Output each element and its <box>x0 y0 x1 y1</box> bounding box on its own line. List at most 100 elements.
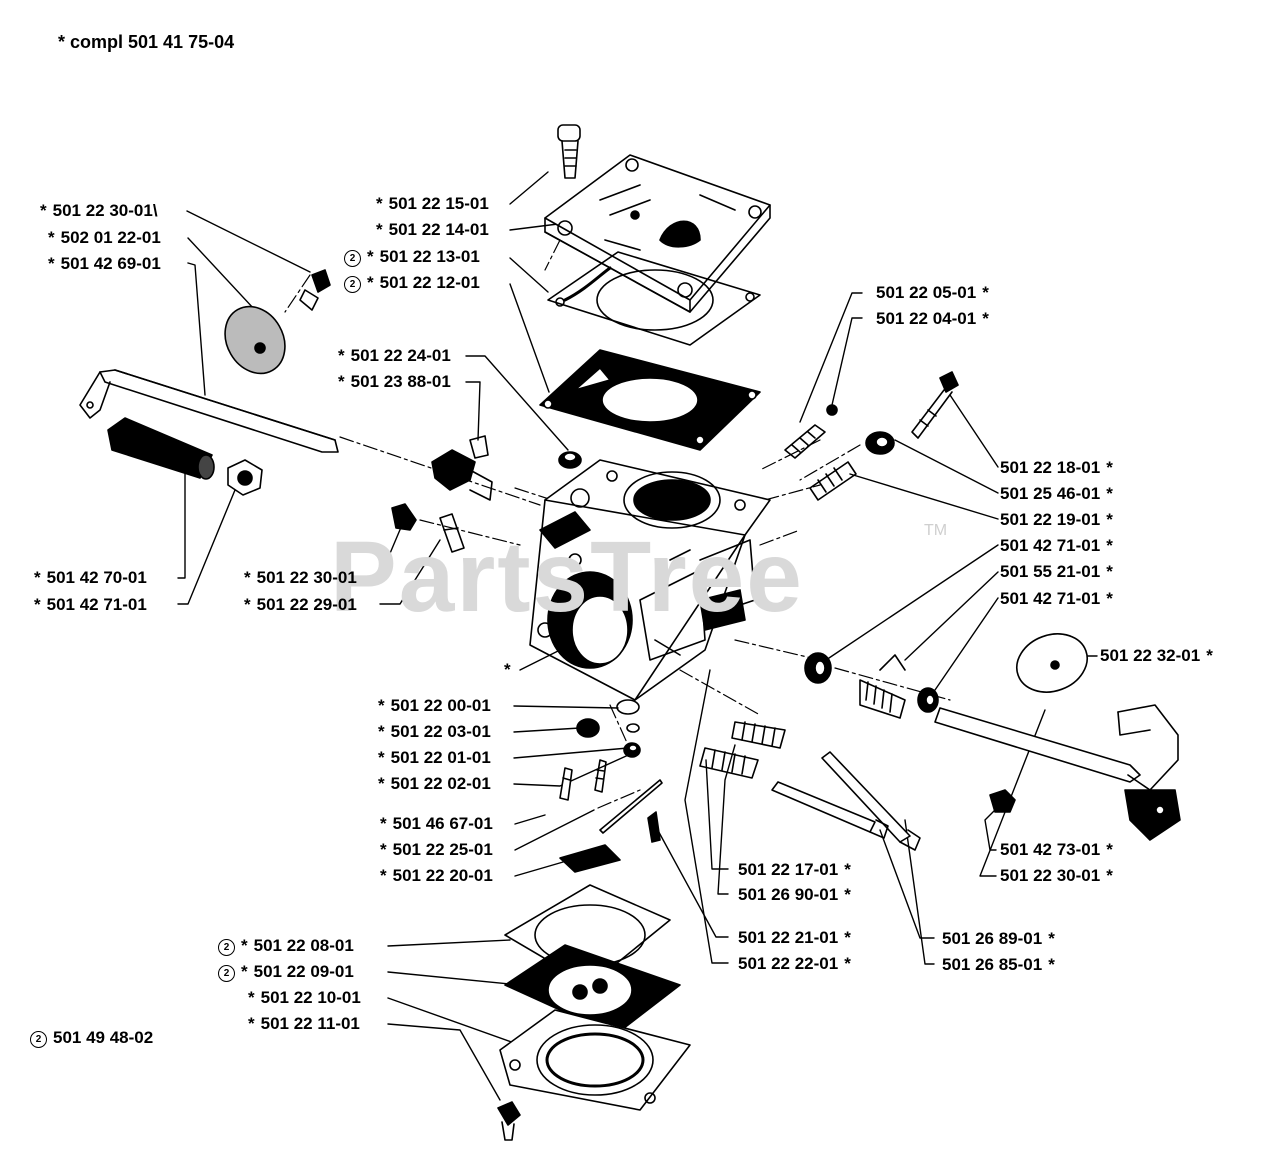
circled-number-icon: 2 <box>30 1031 47 1048</box>
assembly-axes <box>284 239 951 809</box>
high-speed-needle <box>821 751 921 851</box>
circled-number-icon: 2 <box>344 276 361 293</box>
part-number: 501 22 24-01 <box>350 346 451 365</box>
asterisk-marker: * <box>48 228 55 247</box>
part-label: * 501 46 67-01 <box>380 814 493 834</box>
watermark: PartsTree <box>330 521 804 633</box>
part-number: 501 26 85-01 <box>942 955 1043 974</box>
asterisk-marker: * <box>248 988 255 1007</box>
footnote-text: 501 49 48-02 <box>53 1028 154 1047</box>
part-label: * 501 22 30-01 <box>244 568 357 588</box>
part-label: *501 22 00-01 <box>378 696 491 716</box>
part-number: 501 23 88-01 <box>350 372 451 391</box>
part-number: 501 22 30-01 <box>256 568 357 587</box>
part-number: 501 22 20-01 <box>392 866 493 885</box>
asterisk-marker: * <box>1106 484 1113 503</box>
part-label: * <box>504 660 517 680</box>
part-label: *501 22 03-01 <box>378 722 491 742</box>
part-label: 501 22 32-01* <box>1100 646 1213 666</box>
part-number: 501 42 73-01 <box>1000 840 1101 859</box>
check-valve <box>623 742 641 758</box>
asterisk-marker: * <box>40 201 47 220</box>
asterisk-marker: * <box>376 220 383 239</box>
part-number: 501 42 70-01 <box>46 568 147 587</box>
choke-plate <box>1016 633 1088 693</box>
asterisk-marker: * <box>367 273 374 292</box>
inlet-needle <box>559 767 573 801</box>
part-label: 2*501 22 09-01 <box>218 962 354 982</box>
asterisk-marker: * <box>1206 646 1213 665</box>
part-label: 2*501 22 08-01 <box>218 936 354 956</box>
pump-cover <box>544 154 771 313</box>
part-number: 501 22 30-01 <box>1000 866 1101 885</box>
asterisk-marker: * <box>380 814 387 833</box>
part-label: * 501 22 24-01 <box>338 346 451 366</box>
part-number: 501 22 11-01 <box>260 1014 360 1033</box>
asterisk-marker: * <box>844 860 851 879</box>
asterisk-marker: * <box>982 309 989 328</box>
asterisk-marker: * <box>844 928 851 947</box>
part-label: * 501 22 11-01 <box>248 1014 360 1034</box>
part-label: * 501 22 20-01 <box>380 866 493 886</box>
asterisk-marker: * <box>1106 562 1113 581</box>
asterisk-marker: * <box>34 595 41 614</box>
asterisk-marker: * <box>378 696 385 715</box>
part-label: 501 42 73-01* <box>1000 840 1113 860</box>
part-label: 501 22 18-01* <box>1000 458 1113 478</box>
throttle-plate <box>224 305 286 375</box>
part-number: 501 22 12-01 <box>379 273 480 292</box>
asterisk-marker: * <box>241 962 248 981</box>
part-label: *501 22 30-01\ <box>40 201 158 221</box>
part-label: 501 42 71-01* <box>1000 536 1113 556</box>
choke-spring <box>859 654 906 719</box>
part-label: 501 22 22-01* <box>738 954 851 974</box>
lever-spring <box>594 759 607 793</box>
swivel-fitting <box>431 435 493 501</box>
part-number: 501 26 89-01 <box>942 929 1043 948</box>
asterisk-marker: * <box>376 194 383 213</box>
metering-diaphragm <box>504 944 681 1036</box>
asterisk-marker: * <box>380 840 387 859</box>
part-number: 501 46 67-01 <box>392 814 493 833</box>
part-label: *502 01 22-01 <box>48 228 161 248</box>
asterisk-marker: * <box>34 568 41 587</box>
part-label: * 501 42 70-01 <box>34 568 147 588</box>
asterisk-marker: * <box>248 1014 255 1033</box>
asterisk-marker: * <box>844 954 851 973</box>
idle-screw-spring <box>784 404 838 459</box>
part-number: 501 22 04-01 <box>876 309 977 328</box>
part-number: 501 55 21-01 <box>1000 562 1101 581</box>
top-screw <box>557 124 581 179</box>
asterisk-marker: * <box>48 254 55 273</box>
asterisk-marker: * <box>1048 955 1055 974</box>
part-number: 501 22 29-01 <box>256 595 357 614</box>
o-ring-small <box>616 699 640 715</box>
fuel-screen <box>576 718 600 738</box>
carburetor-body <box>529 459 771 701</box>
part-label: *501 42 69-01 <box>48 254 161 274</box>
part-number: 501 22 13-01 <box>379 247 480 266</box>
asterisk-marker: * <box>380 866 387 885</box>
seat-washer <box>558 451 582 469</box>
part-label: *501 22 14-01 <box>376 220 489 240</box>
trademark-symbol: TM <box>924 522 948 539</box>
asterisk-marker: * <box>241 936 248 955</box>
asterisk-marker: * <box>1048 929 1055 948</box>
footnote: 2 501 49 48-02 <box>30 1028 153 1048</box>
part-label: 501 22 21-01* <box>738 928 851 948</box>
part-label: 501 26 89-01 * <box>942 929 1055 949</box>
asterisk-marker: * <box>244 568 251 587</box>
part-label: 501 22 19-01* <box>1000 510 1113 530</box>
low-speed-spring <box>699 747 759 779</box>
part-number: 501 22 19-01 <box>1000 510 1101 529</box>
part-label: 501 22 04-01 * <box>876 309 989 329</box>
part-number: 501 22 25-01 <box>392 840 493 859</box>
circled-number-icon: 2 <box>218 965 235 982</box>
part-number: 501 22 03-01 <box>390 722 491 741</box>
adjust-nut <box>865 431 895 455</box>
asterisk-marker: * <box>338 346 345 365</box>
part-number: 501 22 18-01 <box>1000 458 1101 477</box>
detent-screw <box>391 503 465 553</box>
asterisk-marker: * <box>378 748 385 767</box>
